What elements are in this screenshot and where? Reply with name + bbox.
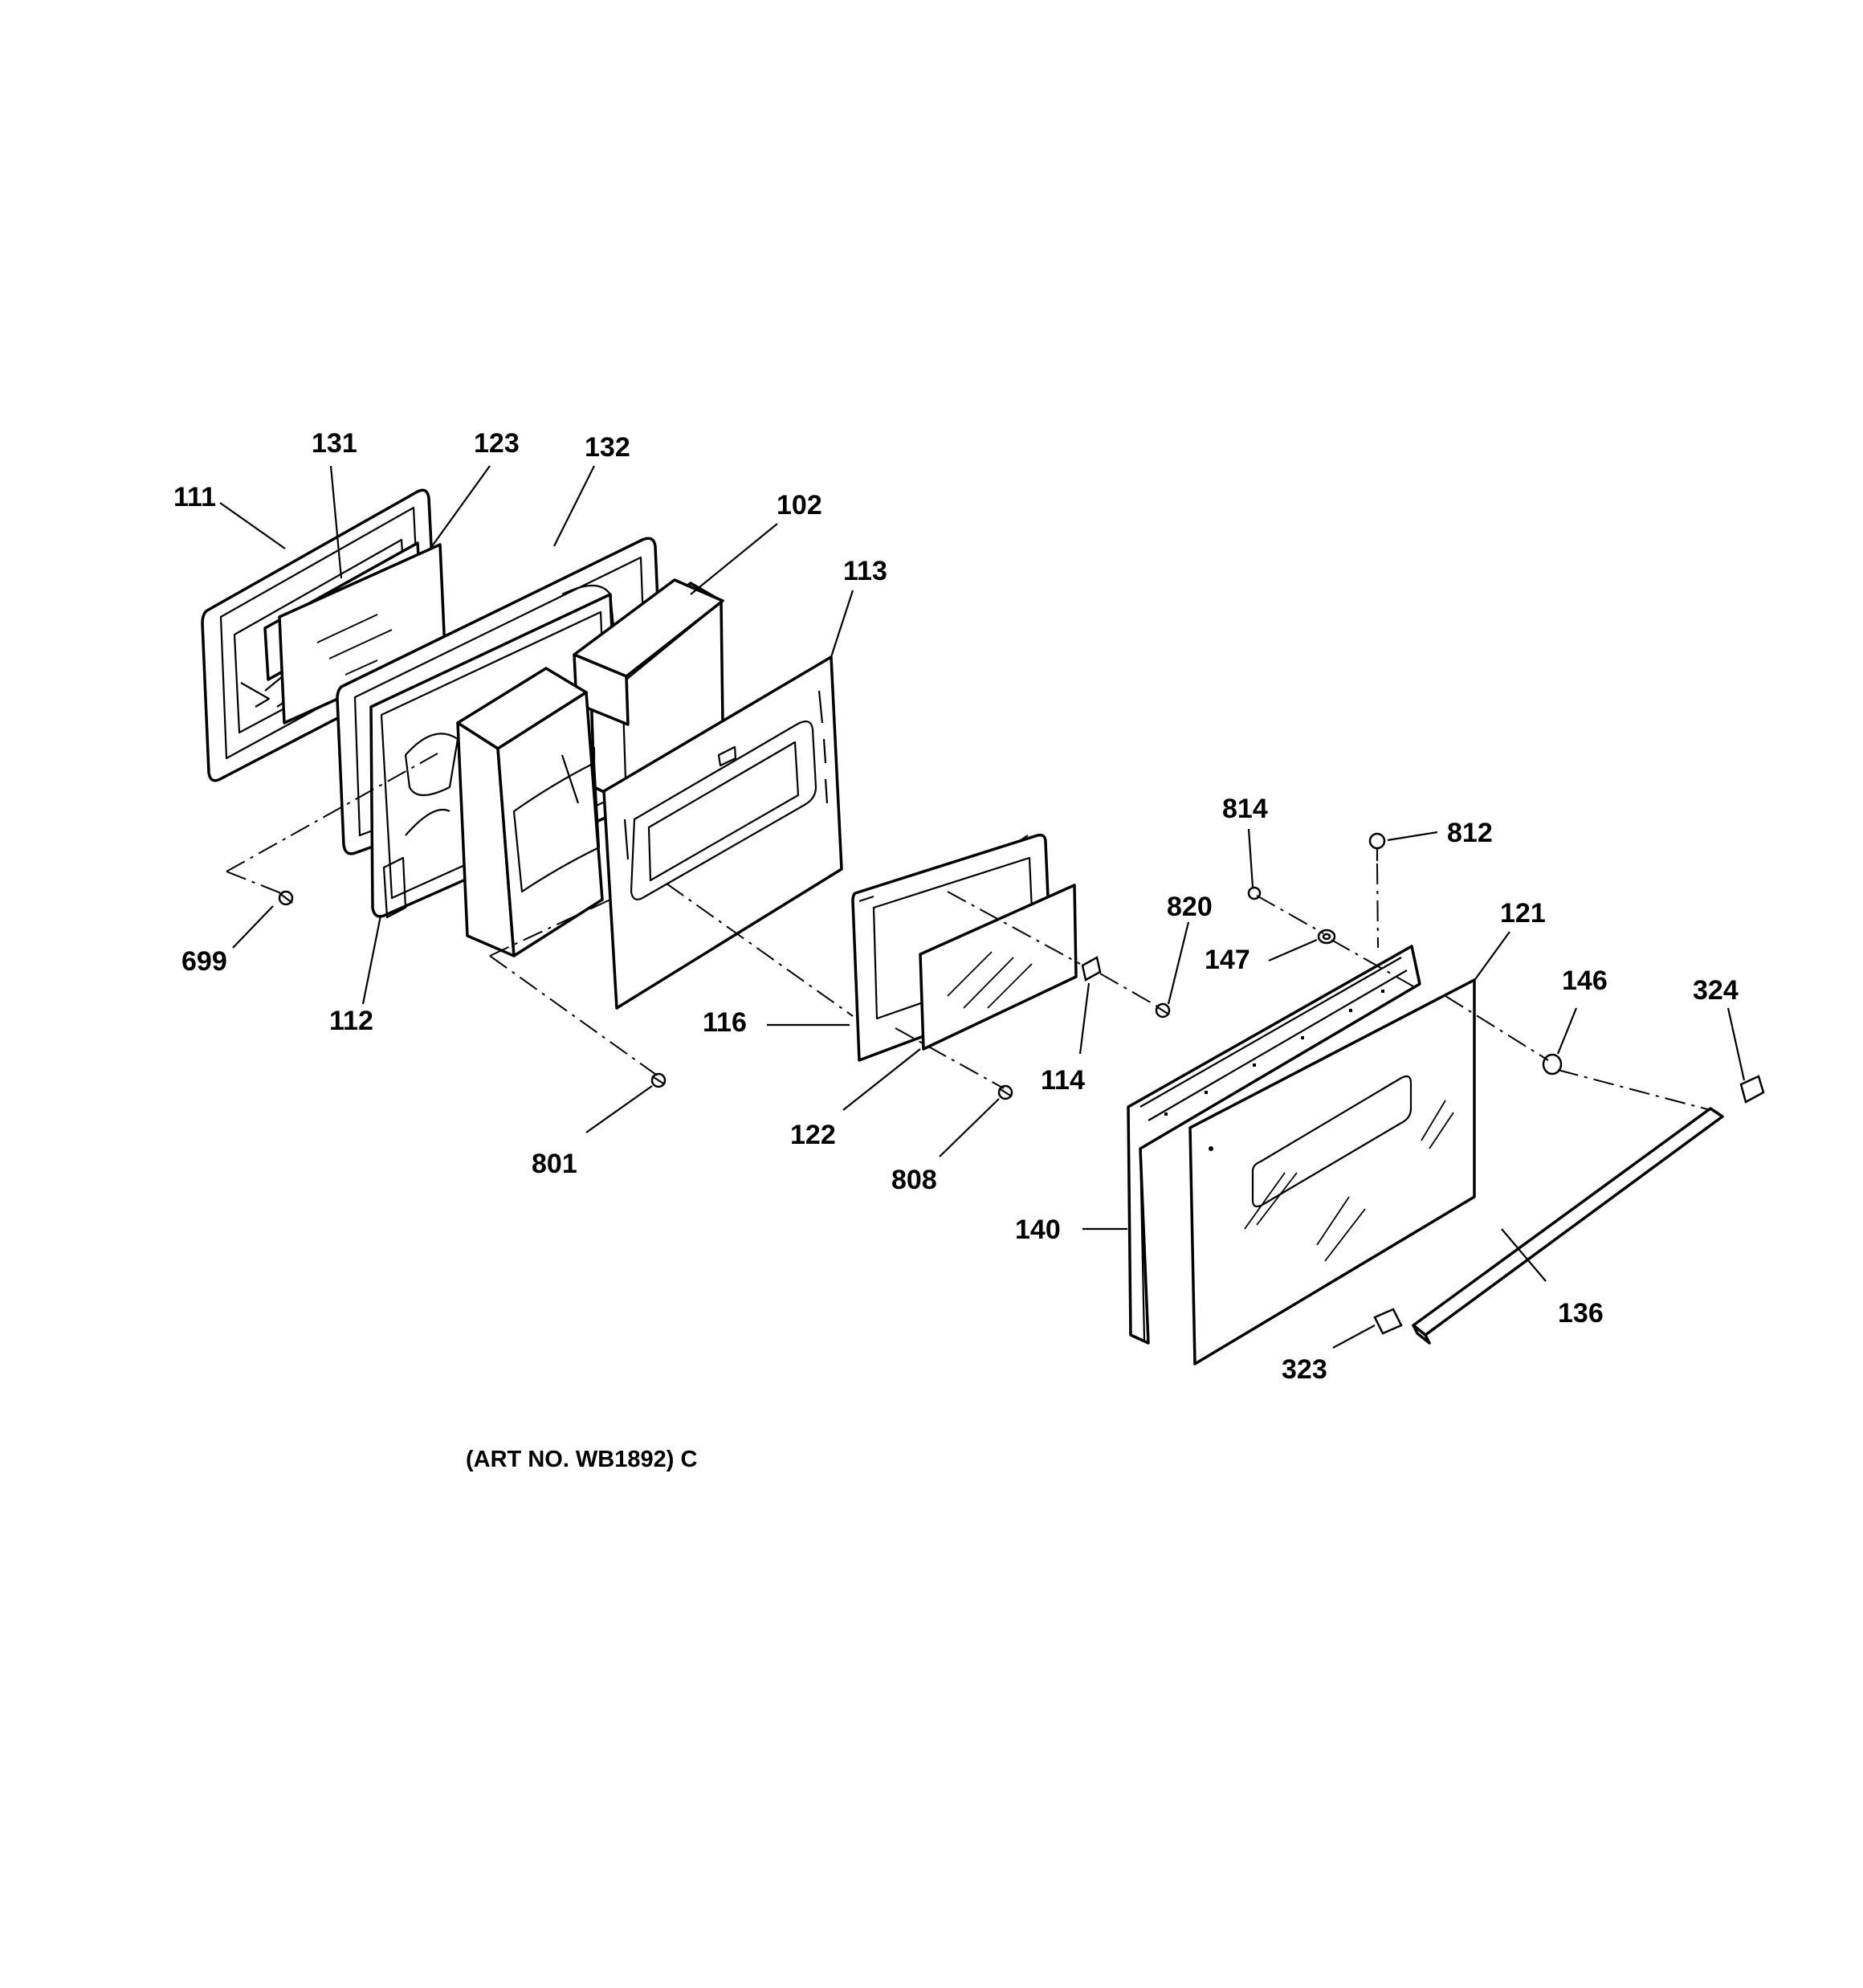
- callout-122: 122: [790, 1120, 836, 1150]
- callout-123: 123: [474, 428, 520, 459]
- callout-820: 820: [1167, 892, 1213, 922]
- screw-699: [278, 890, 294, 906]
- part-140-outer-door-frame: [1127, 945, 1421, 1345]
- callout-323: 323: [1282, 1354, 1327, 1385]
- clip-114: [1081, 956, 1102, 982]
- part-113-door-panel: [602, 655, 843, 1010]
- part-121-outer-glass: [1188, 978, 1476, 1365]
- callout-102: 102: [777, 490, 822, 520]
- callout-112: 112: [329, 1006, 373, 1036]
- screw-812: [1368, 832, 1386, 861]
- part-122-glass-panel: [919, 884, 1078, 1051]
- screw-808: [997, 1084, 1013, 1100]
- assembly-lines: [226, 753, 1711, 1111]
- callout-113: 113: [843, 556, 887, 586]
- screw-820: [1155, 1002, 1171, 1018]
- callout-121: 121: [1500, 898, 1546, 929]
- callout-801: 801: [532, 1149, 577, 1179]
- callout-140: 140: [1015, 1214, 1061, 1245]
- callout-132: 132: [585, 432, 630, 463]
- callout-147: 147: [1205, 945, 1250, 975]
- callout-324: 324: [1693, 975, 1739, 1006]
- part-102-insulation: [456, 578, 724, 957]
- callout-116: 116: [703, 1007, 747, 1038]
- hardware: [278, 832, 1765, 1335]
- leader-lines: [219, 465, 1746, 1349]
- screw-801: [650, 1072, 667, 1088]
- part-136-trim-strip: [1412, 1107, 1724, 1345]
- callout-808: 808: [891, 1165, 937, 1195]
- end-cap-324: [1739, 1075, 1765, 1104]
- callout-111: 111: [173, 482, 216, 512]
- callout-814: 814: [1222, 794, 1268, 824]
- callout-114: 114: [1041, 1065, 1085, 1096]
- callout-labels: 111 131 123 132 102 113 699 112 801 116 …: [173, 428, 1739, 1385]
- callout-812: 812: [1447, 818, 1493, 848]
- callout-131: 131: [312, 428, 357, 459]
- callout-146: 146: [1562, 965, 1608, 996]
- end-cap-323: [1373, 1308, 1403, 1335]
- bumper-146: [1542, 1053, 1563, 1076]
- callout-699: 699: [181, 946, 227, 977]
- art-number-caption: (ART NO. WB1892) C: [466, 1447, 697, 1472]
- callout-136: 136: [1558, 1298, 1604, 1329]
